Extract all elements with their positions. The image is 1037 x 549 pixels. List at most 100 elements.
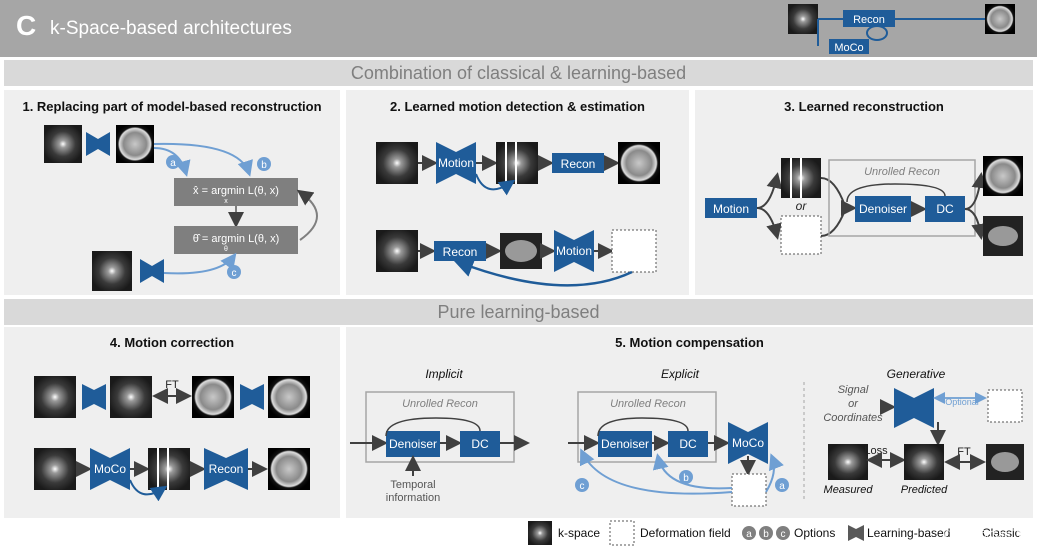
eq-theta-box bbox=[174, 226, 298, 254]
explicit-label: Explicit bbox=[661, 367, 700, 381]
eq-x-text: x̂ = argmin L(θ, x) bbox=[193, 185, 279, 197]
learning-block-2 bbox=[240, 384, 264, 410]
recon-box bbox=[552, 153, 604, 173]
moco-net bbox=[728, 422, 768, 464]
option-b-label: b bbox=[683, 473, 689, 484]
unrolled-label-implicit: Unrolled Recon bbox=[402, 398, 478, 410]
kspace-image-2 bbox=[34, 448, 76, 490]
deformation-legend-swatch bbox=[609, 520, 635, 546]
legend-option-a: a bbox=[746, 529, 752, 540]
kspace-image bbox=[44, 125, 82, 163]
moco-label: MoCo bbox=[94, 462, 126, 476]
unrolled-frame-explicit bbox=[577, 391, 717, 463]
panel-letter: C bbox=[16, 10, 37, 41]
loss-label: Loss bbox=[864, 445, 888, 457]
dc-label-explicit: DC bbox=[679, 437, 697, 451]
legend-options: Options bbox=[794, 526, 835, 540]
panel-3-title: 3. Learned reconstruction bbox=[784, 99, 944, 114]
legend-option-c: c bbox=[781, 529, 786, 540]
kspace-corrected bbox=[110, 376, 152, 418]
implicit-label: Implicit bbox=[425, 367, 463, 381]
moco-box bbox=[829, 39, 869, 54]
header-mini-diagram: Recon MoCo bbox=[788, 4, 1015, 54]
or-label: or bbox=[796, 199, 808, 213]
deformation-field bbox=[611, 229, 657, 273]
recon-label: Recon bbox=[561, 157, 596, 171]
panel-4-title: 4. Motion correction bbox=[109, 335, 235, 350]
panel-1-title: 1. Replacing part of model-based reconst… bbox=[22, 99, 322, 114]
denoiser-label: Denoiser bbox=[859, 202, 907, 216]
predicted-label: Predicted bbox=[901, 484, 948, 496]
motion-box bbox=[705, 198, 757, 218]
panel-1-diagram: a b x̂ = argmin L(θ, x) x θ̂ = argmin L(… bbox=[44, 125, 318, 291]
panel-2-diagram: Motion Recon Recon Motion bbox=[376, 142, 660, 287]
brain-image bbox=[618, 142, 660, 184]
legend-option-b: b bbox=[763, 529, 769, 540]
recon-net bbox=[204, 448, 248, 490]
learning-block bbox=[82, 384, 106, 410]
kspace-thumb bbox=[788, 4, 818, 34]
moco-label: MoCo bbox=[834, 42, 863, 54]
temporal-label: Temporal bbox=[390, 479, 435, 491]
motion-net bbox=[436, 142, 476, 184]
legend-classic: Classic bbox=[982, 526, 1021, 540]
kspace-image bbox=[376, 142, 418, 184]
learning-block-2 bbox=[140, 259, 164, 283]
panel-3-diagram: Motion or Unrolled Recon Denoiser DC bbox=[705, 156, 1023, 256]
moco-net bbox=[90, 448, 130, 490]
measured-label: Measured bbox=[824, 484, 874, 496]
unrolled-recon-frame bbox=[828, 159, 976, 237]
brain-corrupted bbox=[192, 376, 234, 418]
denoiser-label-explicit: Denoiser bbox=[601, 437, 649, 451]
panel-4-diagram: FT MoCo Recon bbox=[34, 376, 310, 502]
kspace-legend-swatch bbox=[528, 521, 552, 545]
option-a-badge bbox=[166, 155, 180, 169]
measured-kspace bbox=[828, 444, 868, 480]
ft-label: FT bbox=[957, 446, 971, 458]
information-label: information bbox=[386, 492, 440, 504]
option-a-badge bbox=[775, 478, 789, 492]
moco-label: MoCo bbox=[732, 436, 764, 450]
panel-5-title: 5. Motion compensation bbox=[615, 335, 764, 350]
brain-output bbox=[268, 448, 310, 490]
option-b-label: b bbox=[261, 160, 267, 171]
optional-label: Optional bbox=[945, 397, 979, 407]
recon-label: Recon bbox=[209, 462, 244, 476]
panel-3 bbox=[695, 90, 1033, 295]
page-title: k-Space-based architectures bbox=[50, 18, 292, 39]
option-c-badge bbox=[575, 478, 589, 492]
motion-label: Motion bbox=[713, 202, 749, 216]
option-b-badge bbox=[679, 470, 693, 484]
recon-label: Recon bbox=[853, 14, 885, 26]
legend-deformation: Deformation field bbox=[640, 526, 731, 540]
brain-thumb bbox=[985, 4, 1015, 34]
brain-corrected bbox=[268, 376, 310, 418]
kspace-image-2 bbox=[376, 230, 418, 272]
watermark: CSDN @Gan_Ty bbox=[944, 529, 1028, 541]
unrolled-label: Unrolled Recon bbox=[864, 166, 940, 178]
brain-image bbox=[983, 156, 1023, 196]
eq-x-sub: x bbox=[224, 198, 228, 205]
option-b-badge bbox=[257, 157, 271, 171]
denoiser-box-explicit bbox=[598, 431, 652, 457]
legend: k-space Deformation field a b c Options … bbox=[528, 520, 1028, 546]
eq-theta-text: θ̂ = argmin L(θ, x) bbox=[193, 233, 280, 245]
dc-box-explicit bbox=[668, 431, 708, 457]
signal-label: Signal bbox=[838, 384, 869, 396]
unrolled-frame-implicit bbox=[365, 391, 515, 463]
option-a-label: a bbox=[779, 481, 785, 492]
recon-box-2 bbox=[434, 241, 486, 261]
legend-kspace: k-space bbox=[558, 526, 600, 540]
denoiser-label-implicit: Denoiser bbox=[389, 437, 437, 451]
option-c-badge bbox=[227, 265, 241, 279]
coordinates-label: Coordinates bbox=[823, 412, 883, 424]
denoiser-box bbox=[855, 196, 911, 222]
section-classical-learning: Combination of classical & learning-base… bbox=[4, 60, 1033, 86]
section-pure-learning: Pure learning-based bbox=[4, 299, 1033, 325]
dc-box bbox=[925, 196, 965, 222]
unrolled-label-explicit: Unrolled Recon bbox=[610, 398, 686, 410]
dc-label: DC bbox=[936, 202, 954, 216]
or-label: or bbox=[848, 398, 859, 410]
deformation-field bbox=[731, 473, 767, 507]
ft-label: FT bbox=[165, 379, 179, 391]
